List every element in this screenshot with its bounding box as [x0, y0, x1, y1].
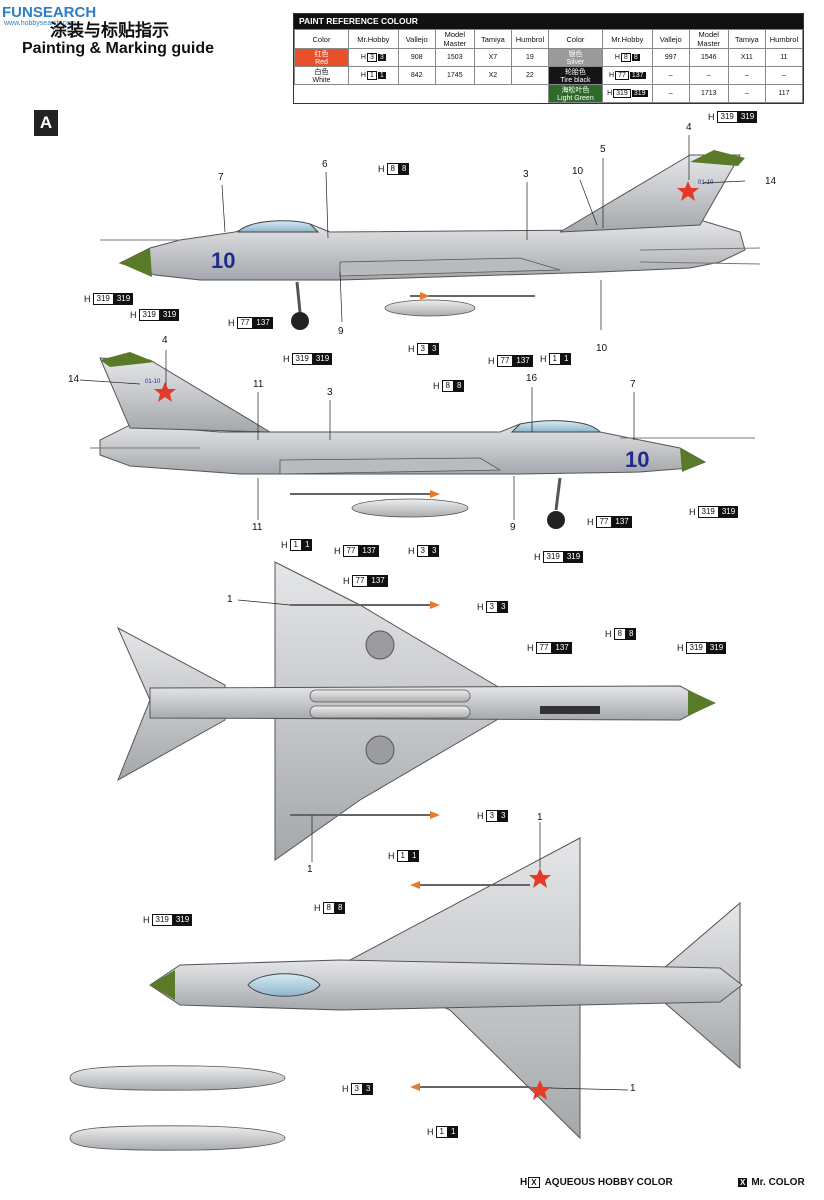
aqueous-box: X — [528, 1177, 540, 1188]
fin-tip-green — [100, 352, 155, 367]
nose-cone — [688, 690, 716, 716]
red-star — [677, 181, 699, 201]
callout-number: 5 — [600, 144, 606, 155]
side-view-right: 10 01-10 — [90, 352, 755, 529]
bottom-view — [116, 561, 716, 861]
callout-number: 10 — [572, 166, 584, 177]
mrcolor-box: X — [738, 1178, 748, 1187]
callout-number: 6 — [322, 159, 328, 170]
nose-cone — [680, 448, 705, 472]
watermark: FUNSEARCH — [2, 4, 97, 21]
callout-number: 1 — [630, 1083, 636, 1094]
callout-number: 9 — [510, 522, 516, 533]
main-wheel — [291, 312, 309, 330]
callout-number: 10 — [596, 343, 608, 354]
red-star — [154, 382, 176, 402]
drop-tank — [351, 498, 469, 518]
main-wheel — [547, 511, 565, 529]
paint-reference-table: PAINT REFERENCE COLOUR Color Mr.Hobby Va… — [293, 13, 804, 104]
nose-cone — [120, 248, 152, 277]
callout-number: 11 — [253, 379, 264, 390]
fin-tip-green — [690, 150, 745, 166]
leader-lines — [79, 135, 746, 1091]
nose-cone — [150, 970, 175, 1000]
canopy — [247, 973, 321, 997]
panel-label: A — [34, 110, 58, 136]
canopy — [236, 220, 320, 233]
page-title: Painting & Marking guide — [22, 40, 215, 57]
callout-number: 4 — [162, 335, 168, 346]
table-heading: PAINT REFERENCE COLOUR — [294, 14, 803, 29]
callout-number: 3 — [327, 387, 333, 398]
callout-number: 7 — [218, 172, 224, 183]
drop-tanks-detail — [69, 1065, 286, 1151]
page-title-cn: 涂装与标贴指示 — [50, 21, 169, 40]
tail-code: 01-10 — [145, 379, 161, 385]
watermark-sub: www.hobbysearch.com — [4, 20, 76, 27]
canopy — [510, 420, 602, 433]
callout-number: 16 — [526, 373, 538, 384]
callout-number: 9 — [338, 326, 344, 337]
callout-number: 4 — [686, 122, 692, 133]
red-star — [529, 1080, 551, 1100]
callout-number: 1 — [227, 594, 233, 605]
callout-number: 3 — [523, 169, 529, 180]
callout-number: 14 — [68, 374, 80, 385]
top-view — [149, 837, 743, 1140]
callout-number: 7 — [630, 379, 636, 390]
callout-number: 11 — [252, 522, 263, 533]
callout-number: 1 — [307, 864, 313, 875]
drop-tank — [384, 299, 476, 317]
side-view-left: 10 01-10 — [100, 150, 761, 330]
red-star — [529, 868, 551, 888]
callout-number: 1 — [537, 812, 543, 823]
side-number: 10 — [625, 447, 649, 472]
side-number: 10 — [211, 248, 235, 273]
callout-number: 14 — [765, 176, 777, 187]
